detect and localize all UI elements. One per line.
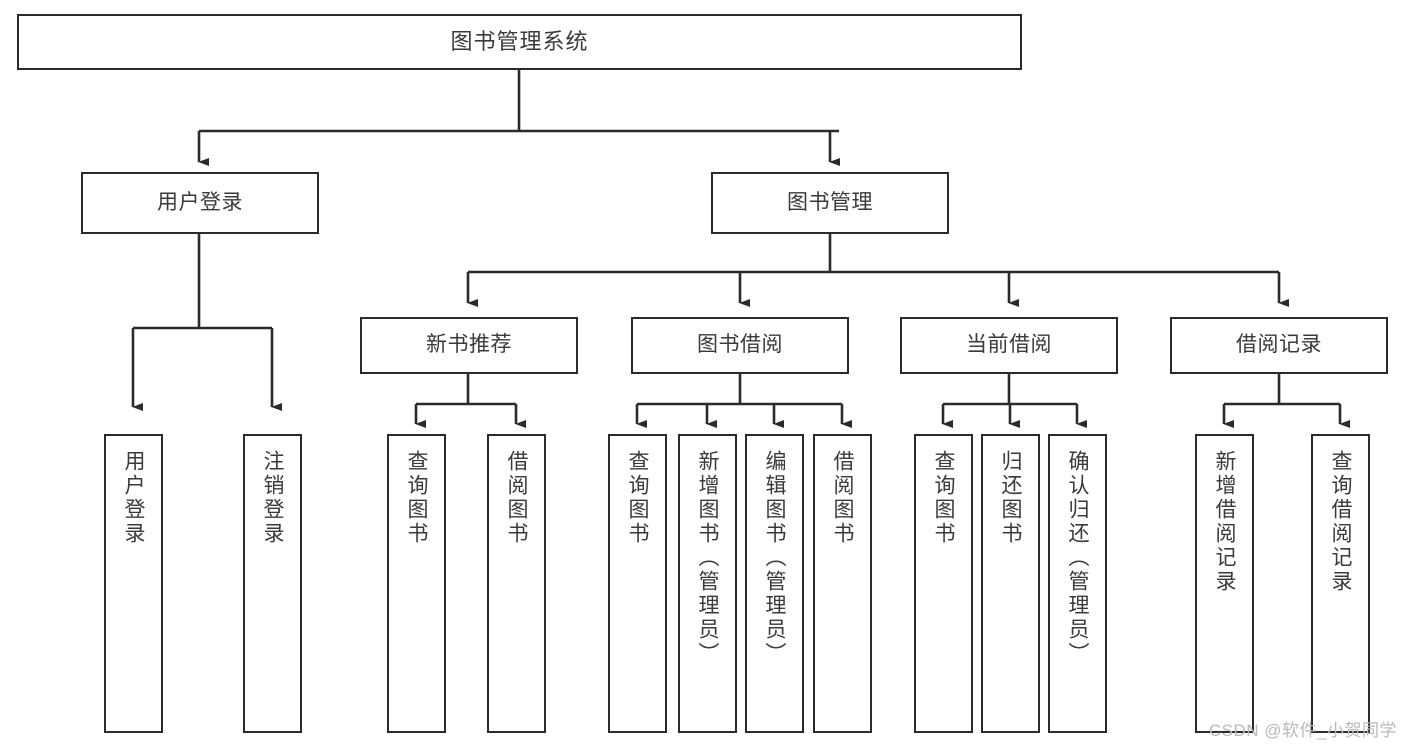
node-label: 归还图书 <box>999 450 1022 546</box>
node-label: 查询图书 <box>626 450 649 546</box>
node-user-login[interactable]: 用户登录 <box>81 172 319 234</box>
leaf-borrow-query-book[interactable]: 查询图书 <box>608 434 667 733</box>
leaf-user-login-signin[interactable]: 用户登录 <box>104 434 163 733</box>
node-book-management[interactable]: 图书管理 <box>711 172 949 234</box>
node-label: 借阅图书 <box>831 450 854 546</box>
node-label: 借阅图书 <box>505 450 528 546</box>
node-label: 图书借阅 <box>697 333 783 357</box>
leaf-recommend-query-book[interactable]: 查询图书 <box>387 434 446 733</box>
node-root-system[interactable]: 图书管理系统 <box>17 14 1022 70</box>
node-book-borrow[interactable]: 图书借阅 <box>631 317 849 374</box>
node-label: 图书管理 <box>787 190 873 214</box>
node-label: 新增借阅记录 <box>1213 450 1236 594</box>
leaf-borrow-add-book-admin[interactable]: 新增图书（管理员） <box>678 434 737 733</box>
node-new-book-recommend[interactable]: 新书推荐 <box>360 317 578 374</box>
node-label: 新增图书（管理员） <box>696 450 719 666</box>
leaf-borrow-edit-book-admin[interactable]: 编辑图书（管理员） <box>745 434 804 733</box>
leaf-current-return-book[interactable]: 归还图书 <box>981 434 1040 733</box>
node-label: 查询借阅记录 <box>1329 450 1352 594</box>
leaf-borrow-borrow-book[interactable]: 借阅图书 <box>813 434 872 733</box>
node-current-borrow[interactable]: 当前借阅 <box>900 317 1118 374</box>
leaf-recommend-borrow-book[interactable]: 借阅图书 <box>487 434 546 733</box>
leaf-current-confirm-return-admin[interactable]: 确认归还（管理员） <box>1048 434 1107 733</box>
leaf-records-query-record[interactable]: 查询借阅记录 <box>1311 434 1370 733</box>
leaf-current-query-book[interactable]: 查询图书 <box>914 434 973 733</box>
node-label: 借阅记录 <box>1236 333 1322 357</box>
node-label: 注销登录 <box>261 450 284 546</box>
node-label: 确认归还（管理员） <box>1066 450 1089 666</box>
node-label: 查询图书 <box>932 450 955 546</box>
node-label: 用户登录 <box>122 450 145 546</box>
node-label: 用户登录 <box>157 190 243 214</box>
leaf-records-add-record[interactable]: 新增借阅记录 <box>1195 434 1254 733</box>
leaf-user-login-signout[interactable]: 注销登录 <box>243 434 302 733</box>
node-label: 查询图书 <box>405 450 428 546</box>
node-borrow-records[interactable]: 借阅记录 <box>1170 317 1388 374</box>
node-label: 新书推荐 <box>426 333 512 357</box>
node-label: 当前借阅 <box>966 333 1052 357</box>
node-label: 图书管理系统 <box>450 29 589 55</box>
node-label: 编辑图书（管理员） <box>763 450 786 666</box>
